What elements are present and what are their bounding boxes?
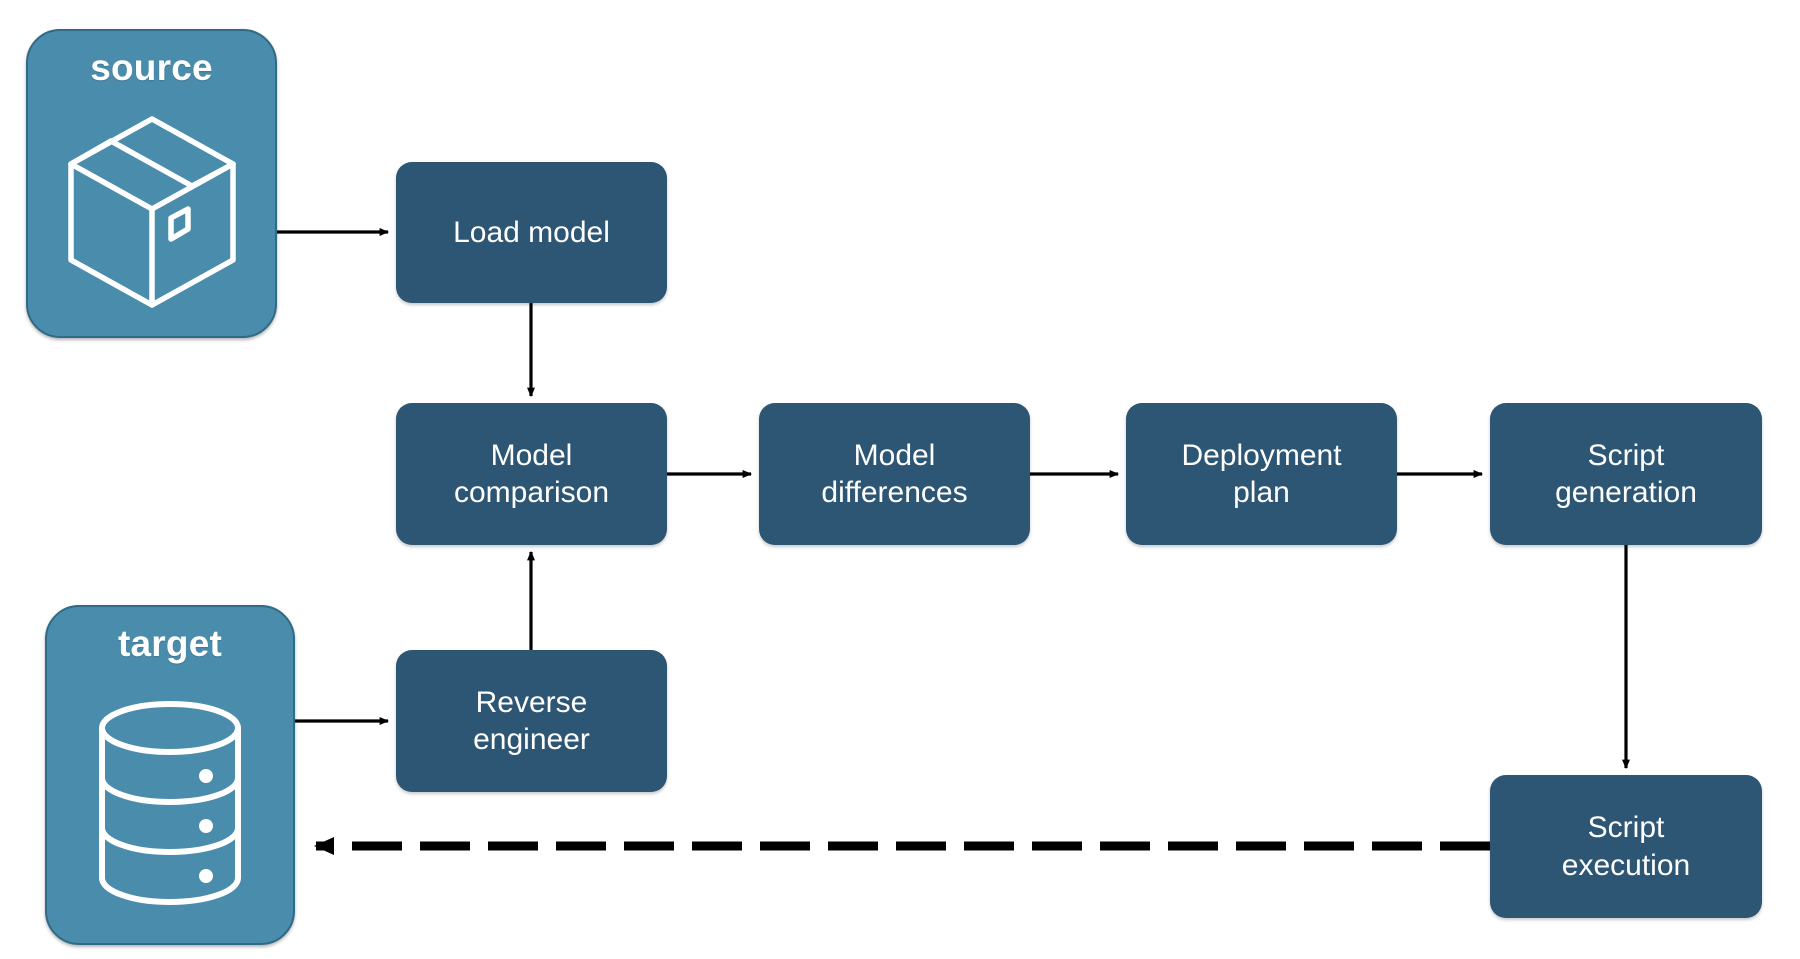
database-cylinder-icon [47, 664, 293, 943]
process-label-model-comparison: Model comparison [453, 438, 610, 510]
process-label-load-model: Load model [453, 215, 610, 249]
endpoint-card-target[interactable]: target [45, 605, 295, 945]
package-box-icon [28, 88, 275, 336]
process-box-model-comparison[interactable]: Model comparison [396, 403, 667, 545]
process-label-script-generation: Script generation [1555, 438, 1697, 510]
process-label-deployment-plan: Deployment plan [1181, 438, 1342, 510]
endpoint-label-target: target [118, 623, 222, 664]
process-box-deployment-plan[interactable]: Deployment plan [1126, 403, 1397, 545]
endpoint-card-source[interactable]: source [26, 29, 277, 338]
process-label-reverse-engineer: Reverse engineer [473, 685, 590, 757]
process-box-script-generation[interactable]: Script generation [1490, 403, 1762, 545]
process-box-script-execution[interactable]: Script execution [1490, 775, 1762, 918]
process-box-reverse-engineer[interactable]: Reverse engineer [396, 650, 667, 792]
endpoint-label-source: source [90, 47, 213, 88]
process-label-script-execution: Script execution [1561, 811, 1691, 882]
process-box-model-differences[interactable]: Model differences [759, 403, 1030, 545]
process-box-load-model[interactable]: Load model [396, 162, 667, 303]
process-label-model-differences: Model differences [821, 438, 968, 510]
